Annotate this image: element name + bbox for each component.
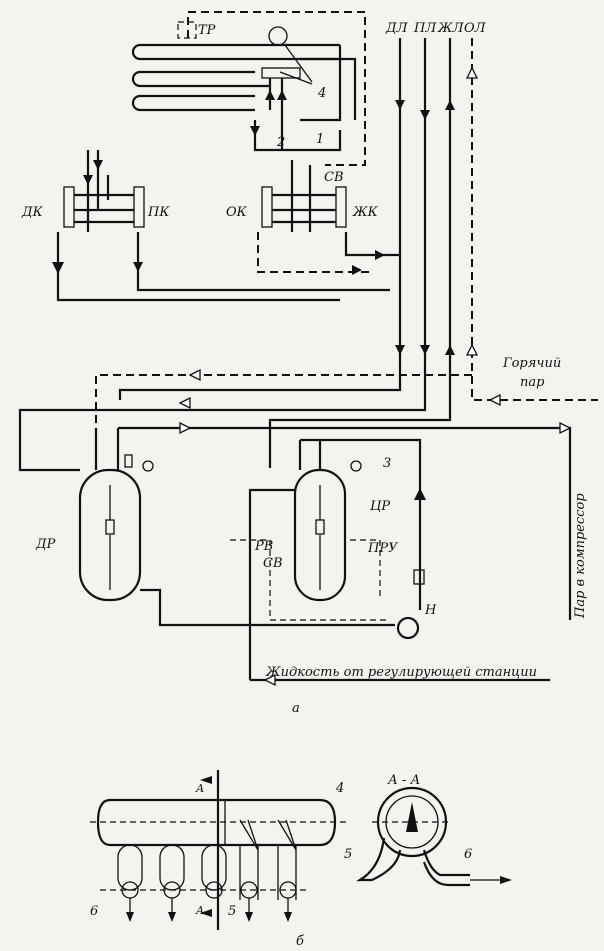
line-ol <box>471 38 598 401</box>
evaporator-coils <box>131 43 357 122</box>
pru-label: ПРУ <box>367 541 399 556</box>
rv-label: РВ <box>254 539 273 554</box>
top-label-dl: ДЛ <box>385 21 409 36</box>
b-num-5-right: 5 <box>344 847 352 862</box>
section-a-a <box>356 786 512 887</box>
line-pl <box>18 38 427 472</box>
b-a-mark-top: А <box>195 782 204 795</box>
num-1-label: 1 <box>316 132 324 147</box>
hot-steam-label-1: Горячий <box>502 356 561 371</box>
tsr-label: ЦР <box>370 499 390 514</box>
num-4-label: 4 <box>317 86 326 101</box>
b-num-6-left: 6 <box>90 904 98 919</box>
liquid-from-station-label: Жидкость от регулирующей станции <box>265 665 537 680</box>
top-label-zhl: ЖЛ <box>437 21 465 36</box>
dr-label: ДР <box>35 537 56 552</box>
ok-zhk-group <box>257 160 400 275</box>
sv-label: СВ <box>324 170 344 185</box>
b-num-5-left: 5 <box>228 904 236 919</box>
line-zhl <box>268 38 452 468</box>
dr-vessel <box>78 428 395 627</box>
top-label-ol: ОЛ <box>464 21 487 36</box>
line-dl <box>118 38 402 400</box>
pk-label: ПК <box>147 205 170 220</box>
dashed-feed-line <box>95 374 472 460</box>
ok-label: ОК <box>226 205 248 220</box>
pump-filter <box>413 569 425 585</box>
caption-b: б <box>296 934 304 949</box>
header-drum-b <box>90 770 350 930</box>
zhk-label: ЖК <box>352 205 379 220</box>
dk-pk-group <box>52 150 390 302</box>
sv2-label: СВ <box>263 556 283 571</box>
b-num-6-right: 6 <box>464 847 472 862</box>
section-label: А - А <box>387 773 420 788</box>
pump-return-line <box>300 438 422 610</box>
steam-to-compressor-label: Пар в компрессор <box>573 493 588 619</box>
b-a-mark-bottom: А <box>195 904 204 917</box>
caption-a: а <box>292 701 300 716</box>
num-3-label: 3 <box>383 456 391 471</box>
dk-label: ДК <box>21 205 44 220</box>
tsr-vessel <box>230 440 390 680</box>
gauge-circle <box>268 26 288 46</box>
tr-label: ТР <box>198 23 216 38</box>
hot-steam-label-2: пар <box>520 375 545 390</box>
n-label: Н <box>424 603 437 618</box>
b-num-4-label: 4 <box>335 781 344 796</box>
pump-n <box>396 616 420 640</box>
num-2-label: 2 <box>276 135 285 150</box>
control-dashed-line <box>187 11 366 166</box>
top-label-pl: ПЛ <box>413 21 437 36</box>
